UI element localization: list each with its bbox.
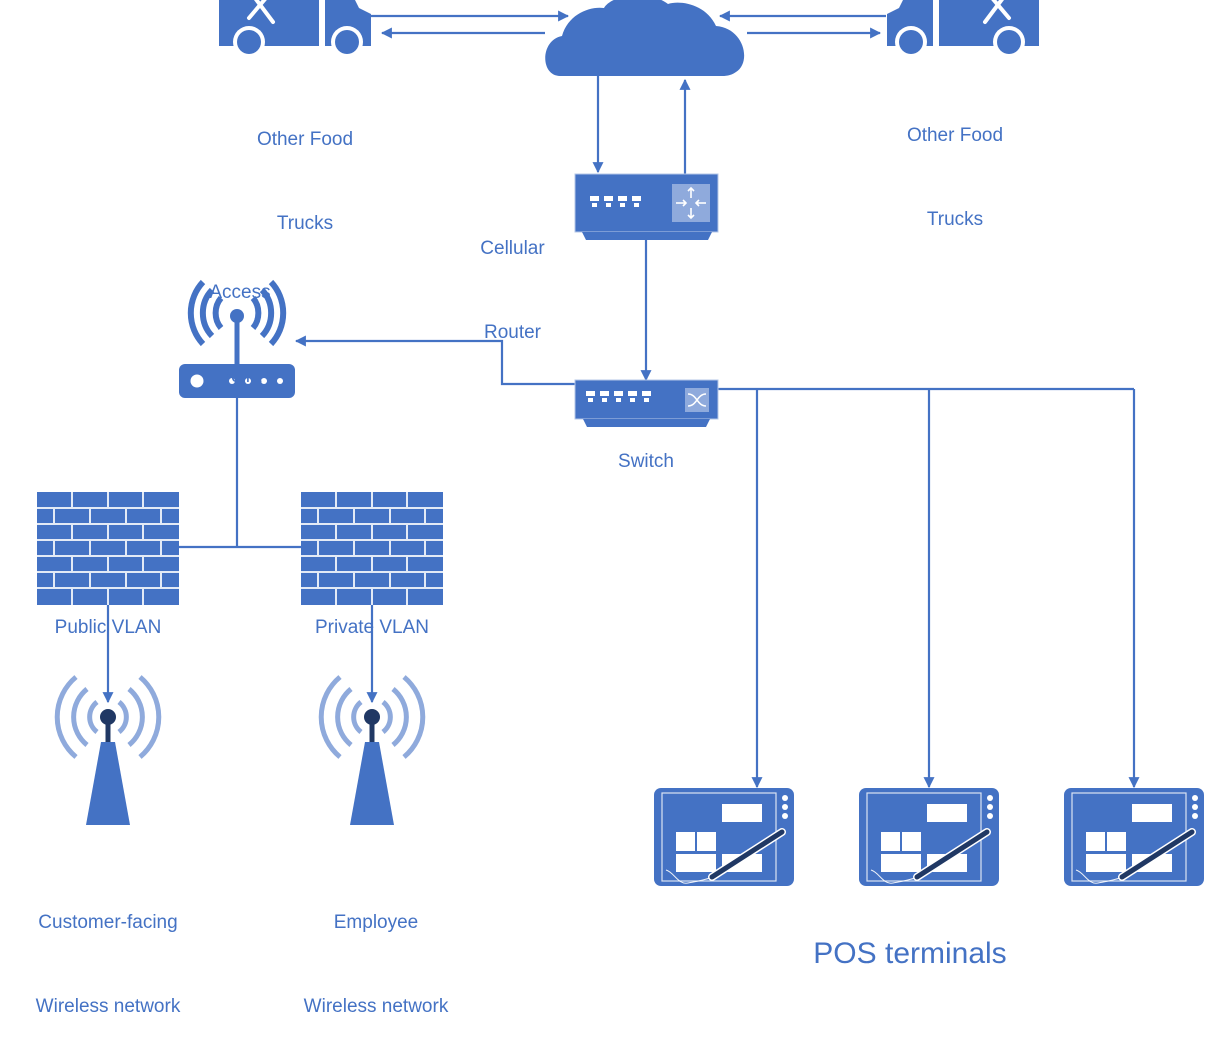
public-vlan-label: Public VLAN <box>54 617 162 638</box>
pos-tablet-icon[interactable] <box>859 788 999 886</box>
pos-terminals-label: POS terminals <box>813 937 1007 970</box>
firewall-icon[interactable] <box>36 491 180 606</box>
food-truck-icon[interactable] <box>217 0 373 60</box>
employee-wifi-label-line2: Wireless network <box>303 996 449 1017</box>
truck-left-label-line2: Trucks <box>276 213 334 234</box>
truck-right-label-line2: Trucks <box>926 209 984 230</box>
switch-icon[interactable] <box>574 379 719 427</box>
truck-right-label: Other Food Trucks <box>875 66 1035 262</box>
edge-switch-to-access-point <box>294 335 575 386</box>
employee-wifi-label: Employee Wireless network <box>276 853 476 1049</box>
customer-wifi-label-line1: Customer-facing <box>38 912 178 933</box>
truck-right-label-line1: Other Food <box>906 125 1004 146</box>
network-diagram <box>36 0 1217 951</box>
access-point-label-line1: Access <box>209 282 271 303</box>
employee-wifi-label-line1: Employee <box>333 912 419 933</box>
access-point-label: Access Point <box>180 223 300 419</box>
router-icon[interactable] <box>574 173 719 240</box>
access-point-label-line2: Point <box>218 366 262 387</box>
truck-left-label-line1: Other Food <box>256 129 354 150</box>
router-label-line1: Cellular <box>480 238 545 259</box>
pos-tablet-icon[interactable] <box>654 788 794 886</box>
cloud-icon[interactable] <box>545 0 745 76</box>
customer-wifi-label-line2: Wireless network <box>35 996 181 1017</box>
pos-tablet-icon[interactable] <box>1064 788 1204 886</box>
router-label-line2: Router <box>483 322 542 343</box>
truck-left-label: Other Food Trucks <box>225 70 385 266</box>
router-label: Cellular Router <box>455 179 570 375</box>
firewall-icon[interactable] <box>300 491 444 606</box>
wireless-access-point-icon[interactable] <box>179 279 295 398</box>
switch-label: Switch <box>618 451 674 472</box>
food-truck-icon[interactable] <box>885 0 1041 60</box>
private-vlan-label: Private VLAN <box>314 617 430 638</box>
customer-wifi-label: Customer-facing Wireless network <box>8 853 208 1049</box>
edges <box>102 10 1140 789</box>
